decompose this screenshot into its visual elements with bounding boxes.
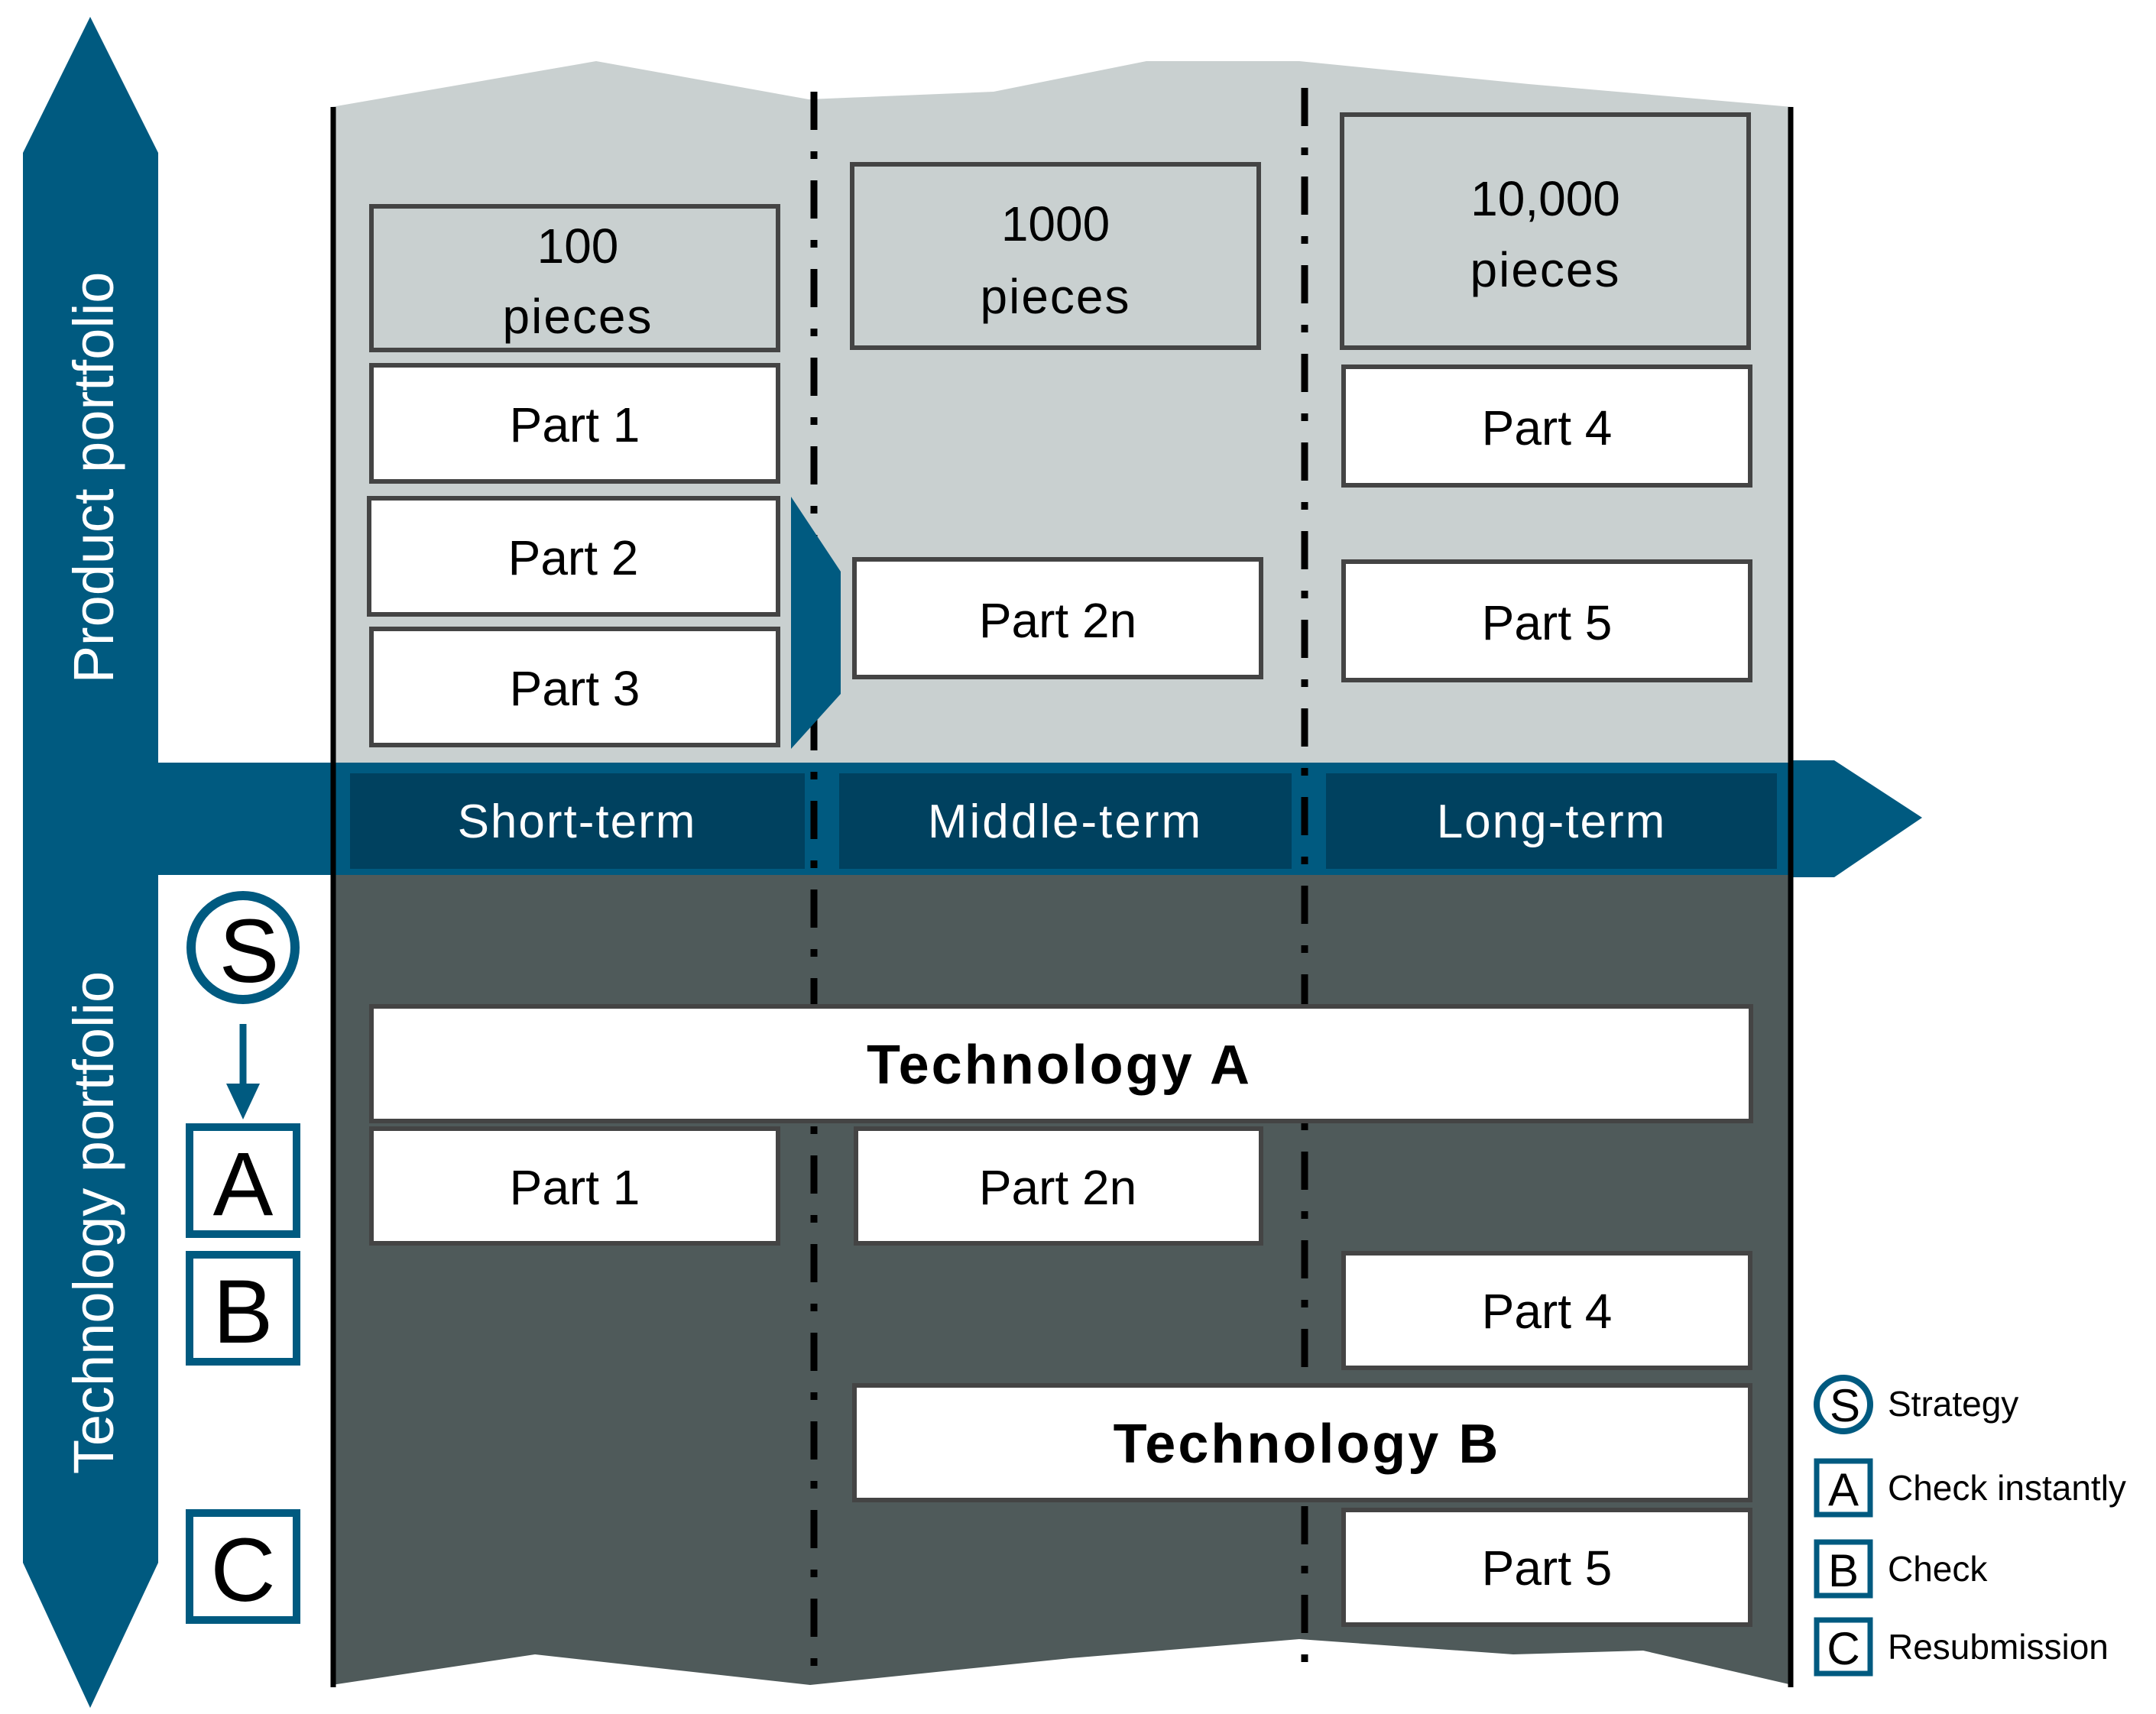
tech-part-5-label: Part 5 bbox=[1482, 1541, 1613, 1596]
tech-part-4-label: Part 4 bbox=[1482, 1284, 1613, 1339]
technology-b-label: Technology B bbox=[1114, 1414, 1501, 1475]
tech-part-4-box bbox=[1341, 1251, 1752, 1370]
quantity-long-unit: pieces bbox=[1470, 242, 1621, 297]
technology-b-box bbox=[852, 1383, 1752, 1502]
quantity-box-short bbox=[369, 204, 780, 352]
product-part-2n-label: Part 2n bbox=[979, 593, 1136, 648]
quantity-long-number: 10,000 bbox=[1470, 171, 1620, 226]
marker-c-letter: C bbox=[210, 1520, 275, 1621]
marker-arrow-head bbox=[226, 1084, 260, 1119]
product-part-2-box bbox=[367, 496, 780, 617]
marker-c-box bbox=[186, 1509, 300, 1624]
product-part-2-label: Part 2 bbox=[508, 530, 639, 585]
quantity-middle-unit: pieces bbox=[981, 269, 1131, 324]
technology-a-label: Technology A bbox=[867, 1035, 1252, 1096]
technology-portfolio-label: Technology portfolio bbox=[62, 971, 125, 1474]
product-portfolio-label: Product portfolio bbox=[62, 272, 125, 684]
tech-part-1-box bbox=[369, 1126, 780, 1246]
legend-b-box bbox=[1814, 1539, 1873, 1599]
middle-term-segment bbox=[839, 773, 1292, 869]
legend-check-label: Check bbox=[1888, 1549, 1988, 1589]
quantity-short-unit: pieces bbox=[503, 289, 653, 344]
marker-a-box bbox=[186, 1123, 300, 1238]
legend-resubmission-label: Resubmission bbox=[1888, 1627, 2109, 1667]
middle-term-label: Middle-term bbox=[928, 795, 1203, 848]
technology-a-box bbox=[369, 1004, 1753, 1123]
vertical-axis-arrow bbox=[23, 17, 158, 1708]
tech-part-2n-box bbox=[854, 1126, 1263, 1246]
legend-a-box bbox=[1814, 1458, 1873, 1518]
long-term-segment bbox=[1326, 773, 1777, 869]
short-term-segment bbox=[350, 773, 805, 869]
long-term-label: Long-term bbox=[1437, 795, 1667, 848]
product-part-1-box bbox=[369, 363, 780, 484]
quantity-box-long bbox=[1340, 112, 1751, 350]
tech-part-2n-label: Part 2n bbox=[979, 1160, 1136, 1215]
product-part-1-label: Part 1 bbox=[510, 397, 640, 452]
legend-c-box bbox=[1814, 1617, 1873, 1677]
product-part-3-box bbox=[369, 627, 780, 747]
legend-check-instantly-label: Check instantly bbox=[1888, 1468, 2126, 1508]
marker-b-letter: B bbox=[213, 1262, 274, 1362]
quantity-short-number: 100 bbox=[537, 219, 619, 274]
marker-s-circle bbox=[186, 891, 300, 1004]
product-part-5-box bbox=[1341, 559, 1752, 682]
legend-strategy-label: Strategy bbox=[1888, 1384, 2018, 1424]
marker-s-letter: S bbox=[219, 901, 280, 1002]
quantity-middle-number: 1000 bbox=[1001, 196, 1110, 251]
short-term-label: Short-term bbox=[458, 795, 697, 848]
quantity-box-middle bbox=[850, 162, 1261, 350]
product-part-3-label: Part 3 bbox=[510, 661, 640, 716]
tech-part-1-label: Part 1 bbox=[510, 1160, 640, 1215]
product-part-5-label: Part 5 bbox=[1482, 595, 1613, 650]
legend-c-letter: C bbox=[1827, 1623, 1859, 1674]
legend-a-letter: A bbox=[1828, 1464, 1859, 1515]
product-part-4-box bbox=[1341, 365, 1752, 488]
marker-b-box bbox=[186, 1251, 300, 1366]
product-shift-arrow bbox=[791, 497, 841, 749]
product-part-2n-box bbox=[852, 557, 1263, 679]
tech-part-5-box bbox=[1341, 1508, 1752, 1627]
legend-s-letter: S bbox=[1830, 1380, 1860, 1431]
legend-s-circle bbox=[1814, 1375, 1873, 1434]
product-part-4-label: Part 4 bbox=[1482, 400, 1613, 455]
legend-b-letter: B bbox=[1828, 1545, 1859, 1596]
marker-a-letter: A bbox=[213, 1134, 274, 1235]
